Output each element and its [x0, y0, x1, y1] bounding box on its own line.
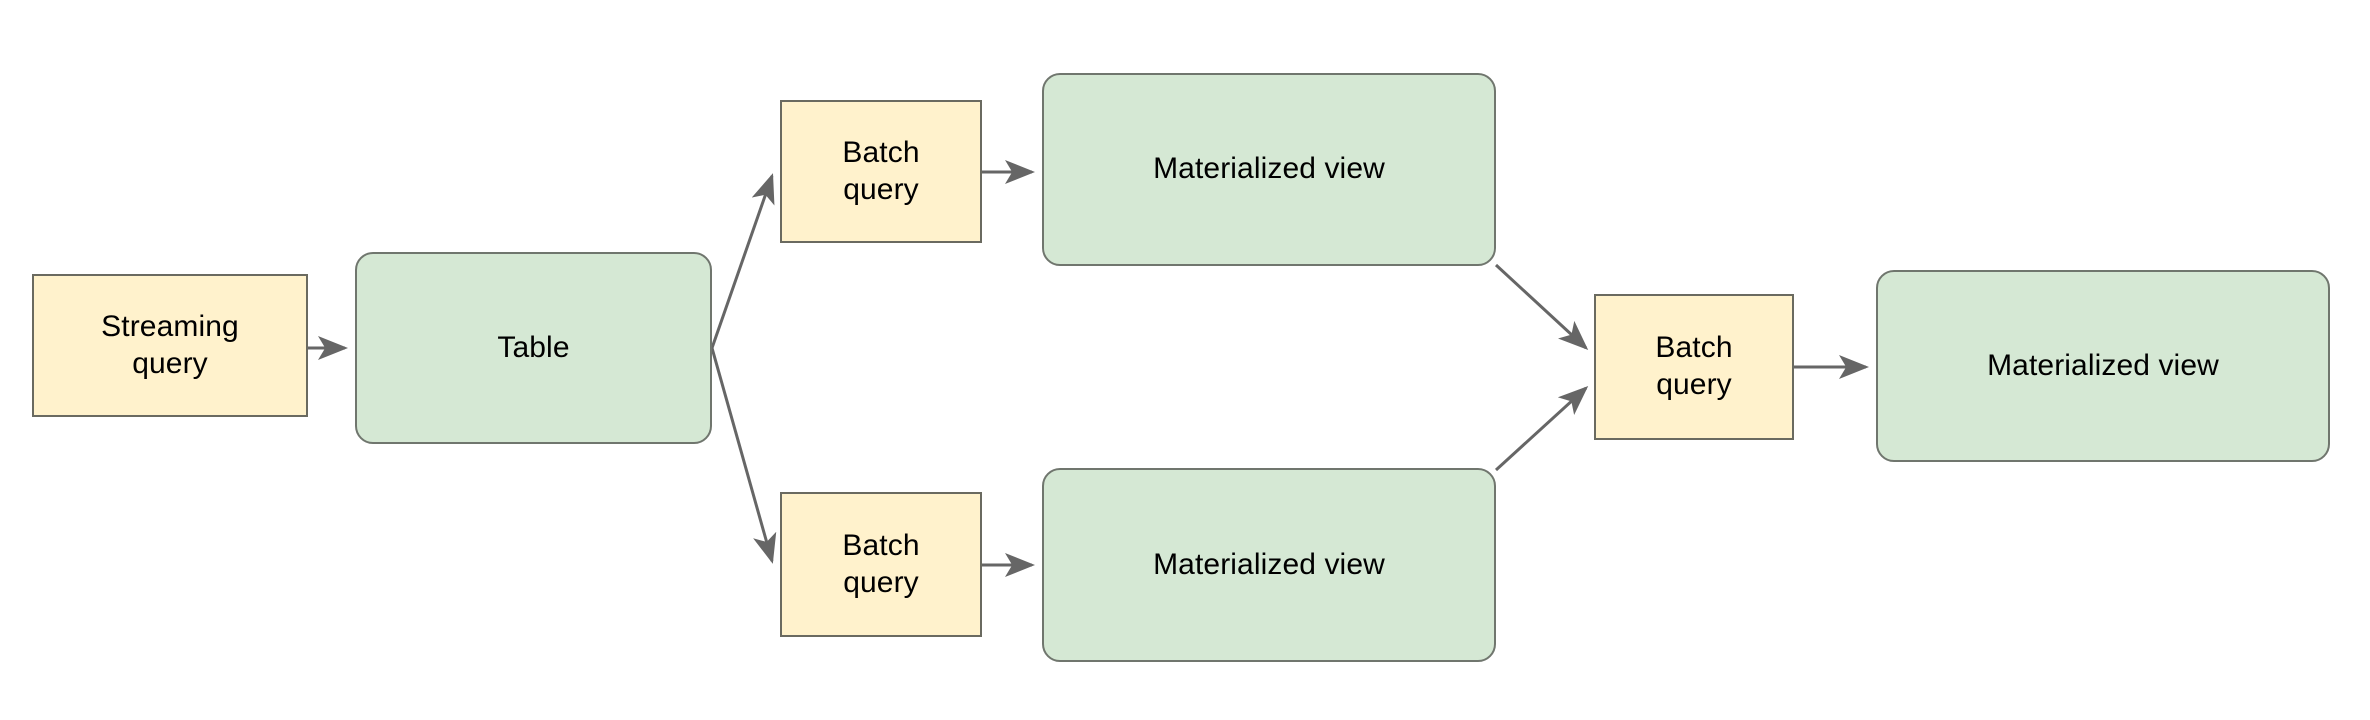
- node-table-label: Table: [497, 330, 570, 364]
- node-materialized-view-final[interactable]: Materialized view: [1876, 270, 2330, 462]
- edge-materialized-view-bottom-to-batch-query-merge: [1494, 385, 1589, 472]
- node-batch-query-top[interactable]: Batch query: [780, 100, 982, 243]
- node-materialized-view-top[interactable]: Materialized view: [1042, 73, 1496, 266]
- node-materialized-view-final-label: Materialized view: [1987, 348, 2219, 382]
- node-streaming-query[interactable]: Streaming query: [32, 274, 308, 417]
- node-materialized-view-bottom[interactable]: Materialized view: [1042, 468, 1496, 662]
- node-materialized-view-top-label: Materialized view: [1153, 152, 1385, 186]
- node-batch-query-merge-label: Batch query: [1655, 331, 1733, 401]
- node-batch-query-bottom[interactable]: Batch query: [780, 492, 982, 637]
- node-batch-query-bottom-label: Batch query: [842, 528, 920, 599]
- edge-table-to-batch-query-top: [710, 173, 775, 349]
- node-streaming-query-label: Streaming query: [101, 309, 239, 380]
- node-materialized-view-bottom-label: Materialized view: [1153, 547, 1385, 581]
- node-batch-query-merge[interactable]: Batch query: [1594, 294, 1794, 440]
- node-batch-query-top-label: Batch query: [842, 135, 920, 206]
- edge-materialized-view-top-to-batch-query-merge: [1494, 263, 1589, 351]
- edge-table-to-batch-query-bottom: [710, 347, 777, 564]
- node-table[interactable]: Table: [355, 252, 712, 444]
